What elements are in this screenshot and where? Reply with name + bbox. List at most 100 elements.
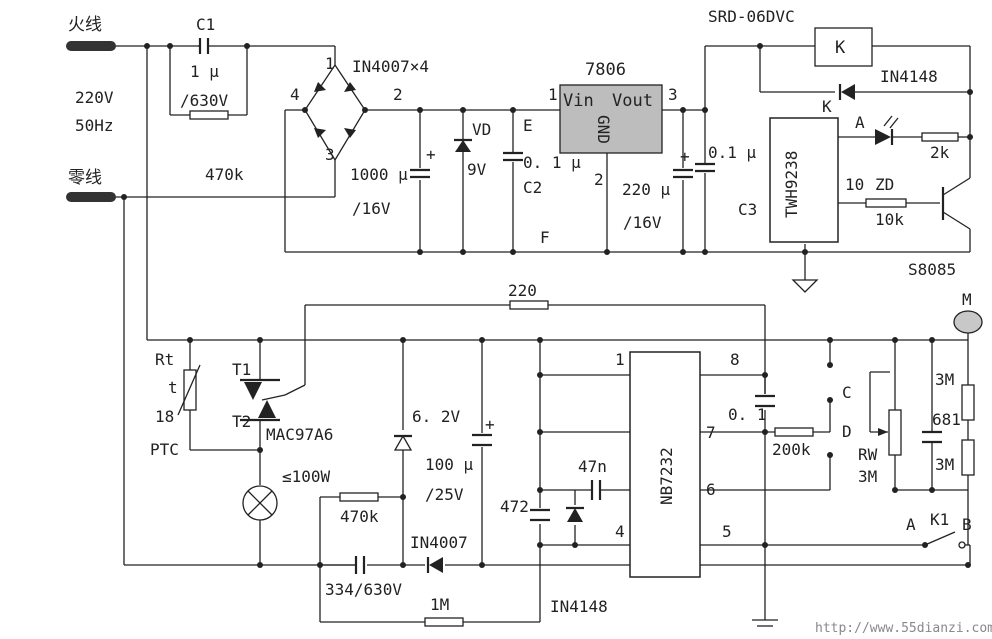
bottom-junctions [187,337,971,568]
label-in4148-top: IN4148 [880,67,938,86]
label-rw-val: 3M [858,467,877,486]
label-pin5: 5 [722,522,732,541]
label-a-switch: A [906,515,916,534]
regulator-7806 [559,84,663,154]
label-18: 18 [155,407,174,426]
label-c: C [842,383,852,402]
label-vd-v: 9V [467,160,487,179]
mains-terminals [66,41,116,202]
label-s8085: S8085 [908,260,956,279]
zener-6v2 [393,434,413,451]
label-e: E [523,116,533,135]
label-pin4: 4 [615,522,625,541]
relay-coil [814,27,873,67]
label-f: F [540,228,550,247]
label-reg: 7806 [585,60,626,80]
label-t2: T2 [232,412,251,431]
label-vout: Vout [612,91,653,111]
label-nb7232: NB7232 [657,447,676,505]
label-cap220-v: /16V [623,213,662,232]
label-node4: 4 [290,85,300,104]
label-bridge: IN4007×4 [352,57,429,76]
label-frequency: 50Hz [75,116,114,135]
label-334: 334/630V [325,580,402,599]
label-0-1: 0. 1 [728,405,767,424]
sensor-m [953,310,983,334]
capacitor-0-1 [755,394,775,410]
label-c1-val: 1 μ [190,62,219,81]
label-cap220: 220 μ [622,180,671,199]
label-gnd: GND [594,115,613,144]
label-pin1: 1 [615,350,625,369]
label-k: K [835,38,846,58]
label-d: D [842,422,852,441]
bottom-wires [123,46,971,627]
label-2k: 2k [930,143,950,162]
label-pin6: 6 [706,480,716,499]
label-10k: 10k [875,210,904,229]
label-c1-volt: /630V [180,91,229,110]
label-pin7: 7 [706,423,716,442]
ic-nb7232 [629,351,701,578]
label-47n: 47n [578,457,607,476]
label-zd: ZD [875,175,894,194]
lamp [242,485,278,521]
ptc-thermistor [177,364,201,416]
resistor-10k [865,198,907,208]
label-lamp: ≤100W [282,467,331,486]
label-neutral: 零线 [68,168,102,188]
label-cap100: 100 μ [425,455,474,474]
potentiometer-rw [878,409,902,456]
label-voltage: 220V [75,88,114,107]
watermark: http://www.55dianzi.com [815,621,992,636]
label-rt: Rt [155,350,174,369]
capacitor-c2 [503,151,523,162]
diode-in4148-top [838,84,855,100]
label-pin10: 10 [845,175,864,194]
bridge-rectifier [302,63,368,162]
text-labels: 火线 零线 220V 50Hz C1 1 μ /630V IN4007×4 1 … [68,7,992,636]
svg-text:+: + [680,147,690,166]
label-twh9238: TWH9238 [782,151,801,218]
top-junctions [121,43,973,255]
capacitor-100u: + [472,415,495,447]
resistor-3m-b [961,439,975,476]
label-3m-a: 3M [935,370,954,389]
label-in4007: IN4007 [410,533,468,552]
label-in4148-bottom: IN4148 [550,597,608,616]
capacitor-1000u: + [410,145,436,180]
svg-text:+: + [426,145,436,164]
triac-mac97a6 [240,378,286,422]
label-mac97a6: MAC97A6 [266,425,333,444]
label-live: 火线 [68,15,102,35]
label-node3: 3 [325,145,335,164]
label-m: M [962,290,972,309]
resistor-200k [774,427,814,437]
capacitor-472 [530,508,550,524]
resistor-1m [424,617,464,627]
label-vd: VD [472,120,491,139]
label-c2-val: 0. 1 μ [523,153,581,172]
label-681: 681 [932,410,961,429]
resistor-3m-a [961,384,975,421]
label-cap1000: 1000 μ [350,165,408,184]
ic-twh9238 [769,117,839,243]
label-c3-val: 0.1 μ [708,143,757,162]
label-cap1000-v: /16V [352,199,391,218]
label-reg-pin1: 1 [548,85,558,104]
label-relay: SRD-06DVC [708,7,795,26]
diode-in4007 [425,555,445,575]
switch-contact-b [958,541,966,549]
label-t1: T1 [232,360,251,379]
label-reg-pin2: 2 [594,170,604,189]
label-vin: Vin [563,91,594,111]
label-k1: K1 [930,510,949,529]
label-node1: 1 [325,54,335,73]
label-rw: RW [858,445,878,464]
ground-symbol [791,279,819,293]
label-t: t [168,378,178,397]
label-ptc: PTC [150,440,179,459]
resistor-220 [509,300,549,310]
label-470k-bottom: 470k [340,507,379,526]
